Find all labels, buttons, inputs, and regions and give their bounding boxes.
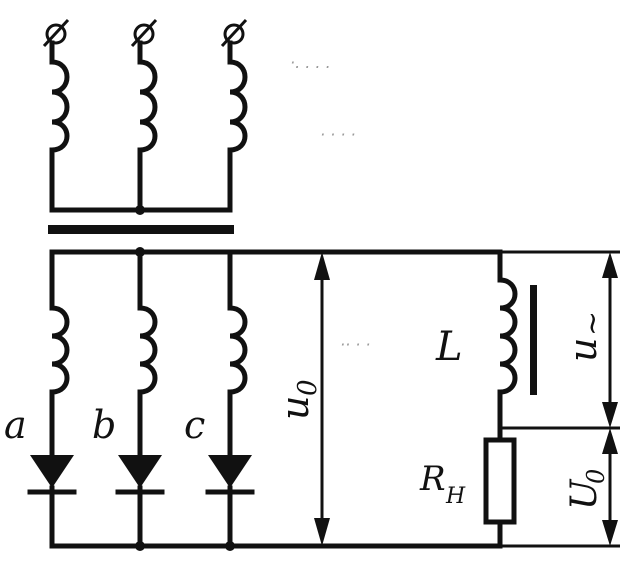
- label-phase-b: b: [92, 403, 116, 447]
- label-u0-left-sub: 0: [293, 379, 323, 396]
- inductor-core: [530, 285, 537, 395]
- label-u0-left-main: u: [273, 396, 317, 420]
- svg-text:· · · ·: · · · ·: [320, 125, 356, 144]
- label-resistor-RH: R H: [419, 459, 466, 509]
- label-u-ripple-sub: ~: [575, 311, 610, 336]
- load-branch: [483, 249, 620, 549]
- secondary-coil-c: [227, 305, 248, 395]
- label-phase-c: c: [184, 403, 205, 447]
- primary-coil-b: [137, 59, 158, 153]
- label-u0-right-sub: 0: [582, 469, 610, 484]
- svg-text:·· · ·: ·· · ·: [340, 335, 371, 354]
- label-resistor-main: R: [419, 459, 446, 499]
- label-inductor-L: L: [435, 324, 463, 370]
- primary-coil-a: [49, 59, 70, 153]
- inductor-L: [497, 277, 518, 395]
- svg-text:·. . . .: ·. . . .: [290, 53, 331, 72]
- primary-coil-c: [227, 59, 248, 153]
- label-u-ripple: u ~: [561, 311, 610, 362]
- resistor-RH: [483, 437, 517, 525]
- diode-b: [115, 455, 165, 549]
- transformer-core: [48, 225, 234, 234]
- voltage-arrow-u-ripple: [602, 252, 618, 428]
- scan-noise: ·. . . . · · · · ·· · ·: [290, 53, 371, 354]
- voltage-arrow-u0-left: [314, 252, 330, 546]
- secondary-coil-a: [49, 305, 70, 395]
- terminal-b: [133, 23, 155, 45]
- terminal-a: [45, 23, 67, 45]
- diode-c: [205, 455, 255, 549]
- label-resistor-sub: H: [445, 484, 466, 509]
- secondary-coil-b: [137, 305, 158, 395]
- label-u0-left: u 0: [273, 379, 323, 420]
- voltage-arrow-u0-right: [602, 428, 618, 546]
- label-u0-right-main: U: [564, 478, 605, 510]
- secondary-windings: [49, 247, 503, 458]
- label-u0-right: U 0: [564, 469, 610, 510]
- primary-windings: [42, 18, 248, 215]
- label-u-ripple-main: u: [561, 338, 605, 362]
- terminal-c: [223, 23, 245, 45]
- diode-a: [27, 455, 77, 549]
- label-phase-a: a: [4, 403, 27, 447]
